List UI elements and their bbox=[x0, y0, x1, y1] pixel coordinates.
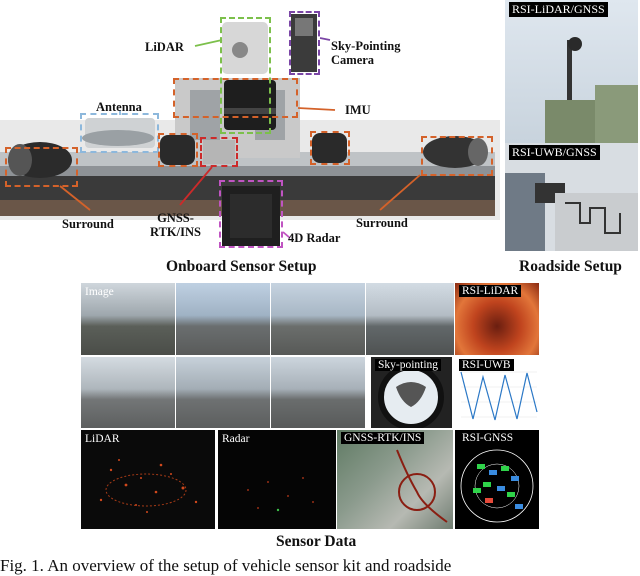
onboard-section-title: Onboard Sensor Setup bbox=[166, 258, 317, 275]
sky-pointing-tile: Sky-pointing bbox=[371, 357, 452, 428]
radar-highlight-box bbox=[219, 180, 283, 248]
rsi-uwb-gnss-label: RSI-UWB/GNSS bbox=[509, 145, 600, 160]
camera-image-tile-5 bbox=[81, 357, 175, 428]
imu-label: IMU bbox=[345, 103, 371, 117]
rsi-lidar-tile-label: RSI-LiDAR bbox=[459, 285, 522, 297]
sensor-data-section-title: Sensor Data bbox=[276, 533, 357, 550]
radar-pointcloud-tile: Radar bbox=[218, 430, 336, 529]
gnss-highlight-box bbox=[200, 137, 238, 167]
gnss-map-tile: GNSS-RTK/INS bbox=[337, 430, 453, 529]
roadside-top-photo: RSI-LiDAR/GNSS bbox=[505, 0, 638, 143]
roadside-section-title: Roadside Setup bbox=[519, 258, 622, 275]
rsi-gnss-tile-label: RSI-GNSS bbox=[459, 432, 517, 444]
lidar-tile-label: LiDAR bbox=[85, 433, 120, 445]
radar-label: 4D Radar bbox=[288, 231, 341, 245]
lidar-pointcloud-tile: LiDAR bbox=[81, 430, 215, 529]
camera-image-tile-7 bbox=[271, 357, 365, 428]
annotation-leader-lines bbox=[59, 37, 421, 239]
rsi-uwb-chart-tile: RSI-UWB bbox=[455, 357, 539, 428]
onboard-setup-photo bbox=[0, 0, 500, 255]
rsi-gnss-tile: RSI-GNSS bbox=[455, 430, 539, 529]
gnss-label: GNSS- RTK/INS bbox=[150, 211, 201, 239]
image-label: Image bbox=[85, 286, 114, 298]
sky-camera-highlight-box bbox=[289, 11, 320, 75]
surround-right-label: Surround bbox=[356, 216, 408, 230]
imu-highlight-box bbox=[173, 78, 298, 118]
surround-center-left-box bbox=[158, 133, 198, 167]
roadside-bottom-photo: RSI-UWB/GNSS bbox=[505, 143, 638, 251]
camera-image-tile-3 bbox=[271, 283, 365, 355]
surround-left-highlight-box bbox=[5, 147, 78, 187]
surround-right-highlight-box bbox=[421, 136, 493, 176]
camera-image-tile-6 bbox=[176, 357, 270, 428]
rsi-uwb-tile-label: RSI-UWB bbox=[459, 359, 514, 371]
antenna-label: Antenna bbox=[96, 100, 142, 114]
camera-image-tile-1: Image bbox=[81, 283, 175, 355]
lidar-highlight-box bbox=[220, 17, 271, 134]
surround-center-right-box bbox=[310, 131, 350, 165]
rsi-lidar-gnss-label: RSI-LiDAR/GNSS bbox=[509, 2, 608, 17]
radar-tile-label: Radar bbox=[222, 433, 250, 445]
figure-caption: Fig. 1. An overview of the setup of vehi… bbox=[0, 556, 452, 575]
surround-left-label: Surround bbox=[62, 217, 114, 231]
gnss-tile-label: GNSS-RTK/INS bbox=[341, 432, 425, 444]
camera-image-tile-4 bbox=[366, 283, 454, 355]
rsi-lidar-data-tile: RSI-LiDAR bbox=[455, 283, 539, 355]
sky-pointing-label: Sky-pointing bbox=[375, 359, 442, 371]
sky-camera-label: Sky-Pointing Camera bbox=[331, 39, 401, 67]
lidar-label: LiDAR bbox=[145, 40, 184, 54]
camera-image-tile-2 bbox=[176, 283, 270, 355]
